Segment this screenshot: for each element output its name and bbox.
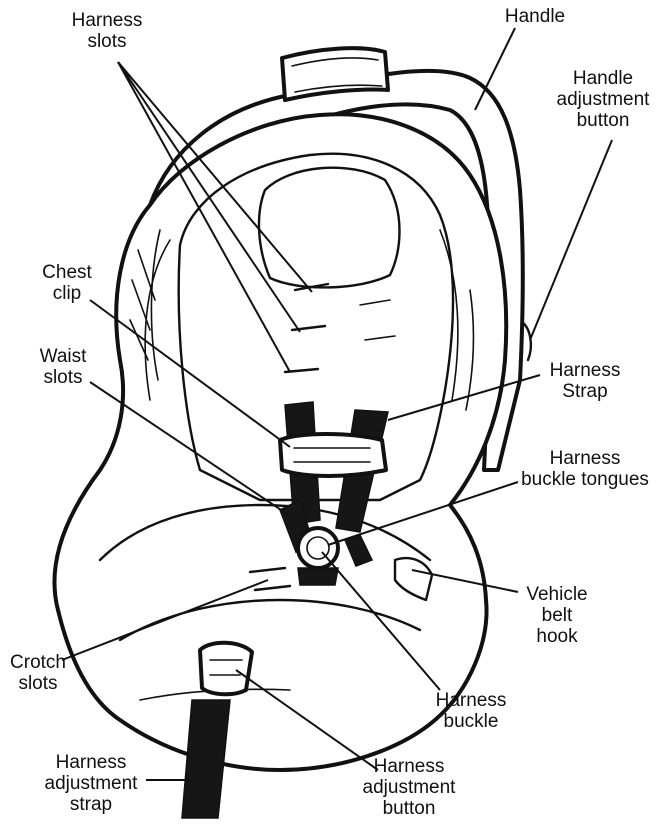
harness-adjustment-button bbox=[200, 643, 252, 695]
harness-buckle bbox=[298, 528, 338, 568]
chest-clip bbox=[280, 434, 386, 476]
label-handle: Handle bbox=[490, 6, 580, 27]
